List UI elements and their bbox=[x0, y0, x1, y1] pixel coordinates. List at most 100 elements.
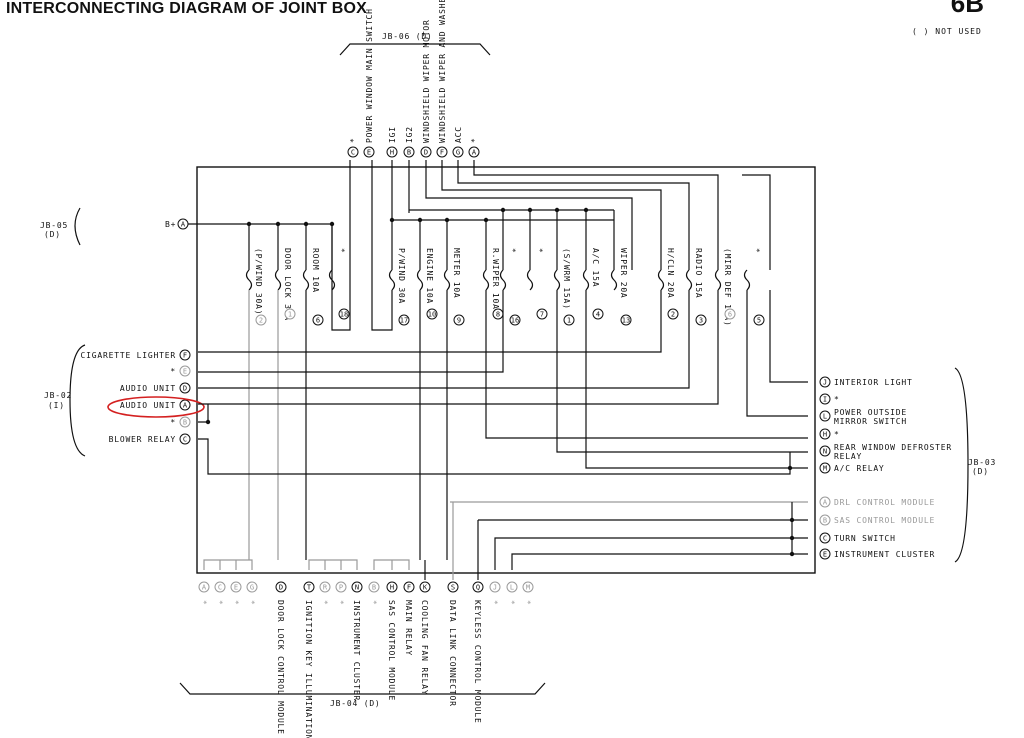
turn-wire bbox=[494, 537, 808, 570]
pin-circle bbox=[819, 445, 831, 457]
junction-dot bbox=[205, 419, 211, 425]
jb03-pin-B: B bbox=[819, 514, 831, 526]
jb05-bracket bbox=[74, 207, 81, 246]
pin-circle bbox=[368, 581, 380, 593]
fuse-number-18: 18 bbox=[338, 308, 350, 320]
fuse-label: (S/WRM 15A) bbox=[562, 248, 571, 310]
pin-circle bbox=[386, 146, 398, 158]
pin-circle bbox=[819, 532, 831, 544]
jb04-terminal-label: * bbox=[336, 600, 345, 606]
pin-circle bbox=[695, 314, 707, 326]
pin-letter: B bbox=[407, 149, 411, 157]
pin-circle bbox=[563, 314, 575, 326]
blower-output bbox=[198, 438, 791, 475]
jb04-tie-mid bbox=[308, 559, 358, 570]
pin-circle bbox=[489, 581, 501, 593]
fuse-label: RADIO 15A bbox=[694, 248, 703, 299]
jb02-terminal-label: AUDIO UNIT bbox=[120, 401, 176, 410]
fuse-10 bbox=[553, 269, 561, 291]
fuse-label: H/CLN 20A bbox=[666, 248, 675, 299]
pin-circle bbox=[506, 581, 518, 593]
fuse-number-13: 13 bbox=[620, 314, 632, 326]
legend-note: ( ) NOT USED bbox=[912, 27, 982, 36]
pin-letter: J bbox=[823, 379, 827, 387]
pin-letter: D bbox=[424, 149, 428, 157]
fuse-13 bbox=[657, 269, 665, 291]
fuse-label: P/WIND 30A bbox=[397, 248, 406, 304]
fuse-label: (MIRR DEF 10A) bbox=[723, 248, 732, 327]
mirror-def-wire bbox=[742, 174, 771, 270]
jb04-terminal-label: * bbox=[231, 600, 240, 606]
pin-circle bbox=[819, 462, 831, 474]
pin-circle bbox=[284, 308, 296, 320]
pin-letter: A bbox=[183, 402, 188, 410]
jb04-tie-left bbox=[203, 559, 253, 570]
jb06-terminal-label: * bbox=[470, 137, 479, 143]
jb02-bracket bbox=[69, 344, 86, 457]
jb02-terminal-label: AUDIO UNIT bbox=[120, 384, 176, 393]
cig-output bbox=[198, 290, 662, 353]
pin-circle bbox=[179, 349, 191, 361]
pin-circle bbox=[522, 581, 534, 593]
jb04-terminal-label: * bbox=[490, 600, 499, 606]
jb04-terminal-label: * bbox=[247, 600, 256, 606]
jb05-label: JB-05 bbox=[40, 221, 68, 230]
pin-circle bbox=[453, 314, 465, 326]
jb02-pin-B: B bbox=[179, 416, 191, 428]
pin-circle bbox=[398, 314, 410, 326]
rwiper-output bbox=[485, 290, 808, 439]
pin-letter: E bbox=[234, 584, 238, 592]
jb04-terminal-label: MAIN RELAY bbox=[404, 600, 413, 656]
jb04-terminal-label: SAS CONTROL MODULE bbox=[387, 600, 396, 701]
jb03-pin-M: M bbox=[819, 462, 831, 474]
jb03-terminal-label-2: MIRROR SWITCH bbox=[834, 417, 907, 426]
jb04-pin-B: B bbox=[368, 581, 380, 593]
jb05-sub: (D) bbox=[44, 230, 61, 239]
jb03-pin-A: A bbox=[819, 496, 831, 508]
fuse-16 bbox=[743, 269, 751, 291]
junction-dot bbox=[789, 535, 795, 541]
pin-letter: B bbox=[823, 517, 827, 525]
pin-letter: 7 bbox=[540, 311, 544, 319]
jb03-terminal-label: INTERIOR LIGHT bbox=[834, 378, 913, 387]
fuse-number-2: 2 bbox=[255, 314, 267, 326]
jb03-terminal-label: INSTRUMENT CLUSTER bbox=[834, 550, 935, 559]
pin-letter: H bbox=[823, 431, 827, 439]
pin-letter: H bbox=[390, 149, 394, 157]
junction-dot bbox=[789, 551, 795, 557]
pin-circle bbox=[275, 581, 287, 593]
pin-letter: A bbox=[823, 499, 828, 507]
junction-dot bbox=[789, 517, 795, 523]
pin-letter: 10 bbox=[428, 311, 436, 319]
jb06-terminal-label: IGI bbox=[388, 126, 397, 143]
jb03-terminal-label: DRL CONTROL MODULE bbox=[834, 498, 935, 507]
pin-circle bbox=[419, 581, 431, 593]
jb06-pin-B: B bbox=[403, 146, 415, 158]
pin-circle bbox=[246, 581, 258, 593]
acc-wire bbox=[457, 160, 690, 270]
pin-circle bbox=[179, 433, 191, 445]
pin-circle bbox=[819, 410, 831, 422]
fuse-1 bbox=[274, 269, 282, 291]
audio-output bbox=[198, 290, 719, 405]
jb03-terminal-label-2: RELAY bbox=[834, 452, 862, 461]
fuse-9 bbox=[526, 269, 534, 291]
jb04-pin-N: N bbox=[351, 581, 363, 593]
jb06-terminal-label: IG2 bbox=[405, 126, 414, 143]
pin-letter: 6 bbox=[728, 311, 732, 319]
jb04-pin-G: G bbox=[246, 581, 258, 593]
jb04-terminal-label: * bbox=[507, 600, 516, 606]
jb02-sub: (I) bbox=[48, 401, 65, 410]
pin-letter: 5 bbox=[757, 317, 761, 325]
jb04-pin-A: A bbox=[198, 581, 210, 593]
jb06-terminal-label: * bbox=[349, 137, 358, 143]
pwind-output bbox=[371, 160, 393, 331]
pin-circle bbox=[230, 581, 242, 593]
pin-letter: 16 bbox=[511, 317, 519, 325]
jb02-label: JB-02 bbox=[44, 391, 72, 400]
ac-output bbox=[585, 290, 808, 469]
jb04-pin-E: E bbox=[230, 581, 242, 593]
pin-letter: B bbox=[372, 584, 376, 592]
fuse-number-2: 2 bbox=[667, 308, 679, 320]
pin-letter: K bbox=[423, 584, 428, 592]
